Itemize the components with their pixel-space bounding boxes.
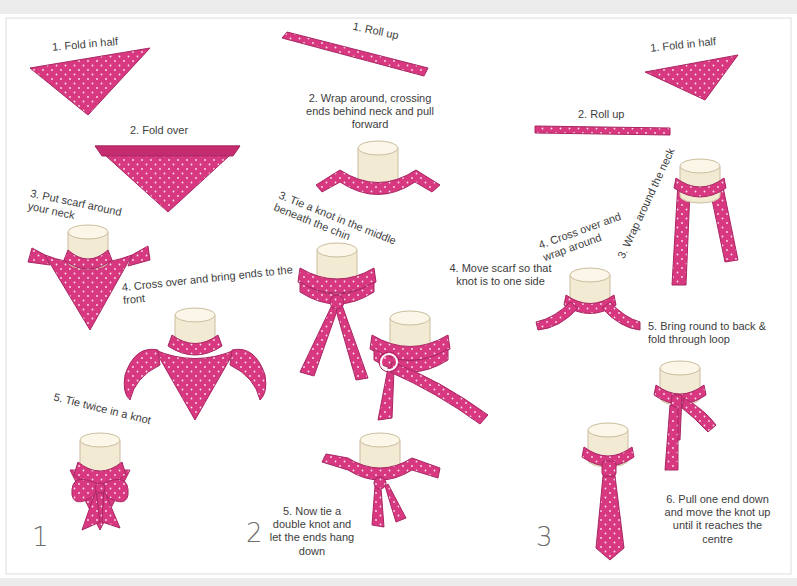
scarf-shape — [95, 483, 105, 493]
scarf-shape — [379, 352, 399, 372]
scarf-shape — [645, 55, 738, 100]
page-frame — [6, 18, 791, 574]
step-label: 3. Tie a knot in the middle beneath the … — [272, 189, 402, 262]
scarf-shape — [381, 354, 397, 370]
scarf-shape — [95, 146, 240, 156]
step-label: 1. Fold in half — [650, 30, 761, 55]
scarf-shape — [665, 405, 678, 470]
page-ground — [0, 14, 797, 578]
scarf-shape — [316, 170, 440, 195]
step-label: 3. Put scarf around your neck — [26, 187, 139, 236]
scarf-shape — [168, 335, 222, 355]
step-label: 1. Roll up — [352, 20, 433, 50]
step-label: 5. Tie twice in a knot — [52, 390, 181, 434]
scarf-shape — [95, 146, 240, 212]
panel-number: 3 — [536, 524, 566, 550]
scarf-shape — [602, 461, 616, 476]
step-label: 2. Fold over — [130, 124, 230, 137]
scarf-shape — [28, 225, 150, 330]
panel-number: 2 — [246, 520, 276, 546]
scarf-shape — [336, 305, 368, 380]
step-label: 4. Cross over and bring ends to the fron… — [121, 263, 298, 308]
scarf-shape — [596, 476, 624, 560]
scarf-shape — [385, 484, 406, 522]
scarf-shape — [282, 32, 428, 76]
scarf-shape — [390, 362, 488, 424]
scarf-shape — [322, 454, 440, 480]
step-label: 2. Roll up — [578, 108, 658, 121]
scarf-shape — [682, 398, 716, 432]
scarf-shape — [602, 302, 640, 330]
scarf-shape — [674, 178, 726, 197]
scarf-shape — [536, 302, 578, 330]
panel-number: 1 — [32, 524, 62, 550]
scarf-shape — [155, 350, 235, 420]
scarf-shape — [300, 305, 338, 376]
scarf-shape — [64, 250, 112, 269]
step-label: 1. Fold in half — [52, 31, 163, 54]
scarf-shape — [358, 141, 398, 185]
scarf-shape — [230, 349, 266, 400]
scarf-shape — [124, 349, 160, 400]
step-label: 2. Wrap around, crossing ends behind nec… — [300, 92, 440, 132]
scarf-shape — [128, 246, 150, 266]
step-label: 5. Now tie a double knot and let the end… — [266, 505, 358, 558]
scarf-shape — [82, 490, 100, 530]
scarf-shape — [102, 490, 120, 528]
scarf-shape — [374, 477, 386, 489]
scarf-shape — [378, 368, 394, 420]
scarf-shape — [28, 32, 738, 560]
step-label: 5. Bring round to back & fold through lo… — [648, 320, 783, 346]
step-label: 3. Wrap around the neck — [615, 128, 686, 260]
step-label: 6. Pull one end down and move the knot u… — [660, 493, 775, 546]
scarf-shape — [372, 486, 384, 527]
scarf-shape — [330, 295, 344, 309]
scarf-shape — [28, 248, 50, 265]
step-label: 4. Move scarf so that knot is to one sid… — [448, 262, 553, 288]
scarf-shape — [30, 48, 150, 115]
scarf-shape — [374, 349, 448, 372]
scarf-shape — [535, 126, 670, 135]
